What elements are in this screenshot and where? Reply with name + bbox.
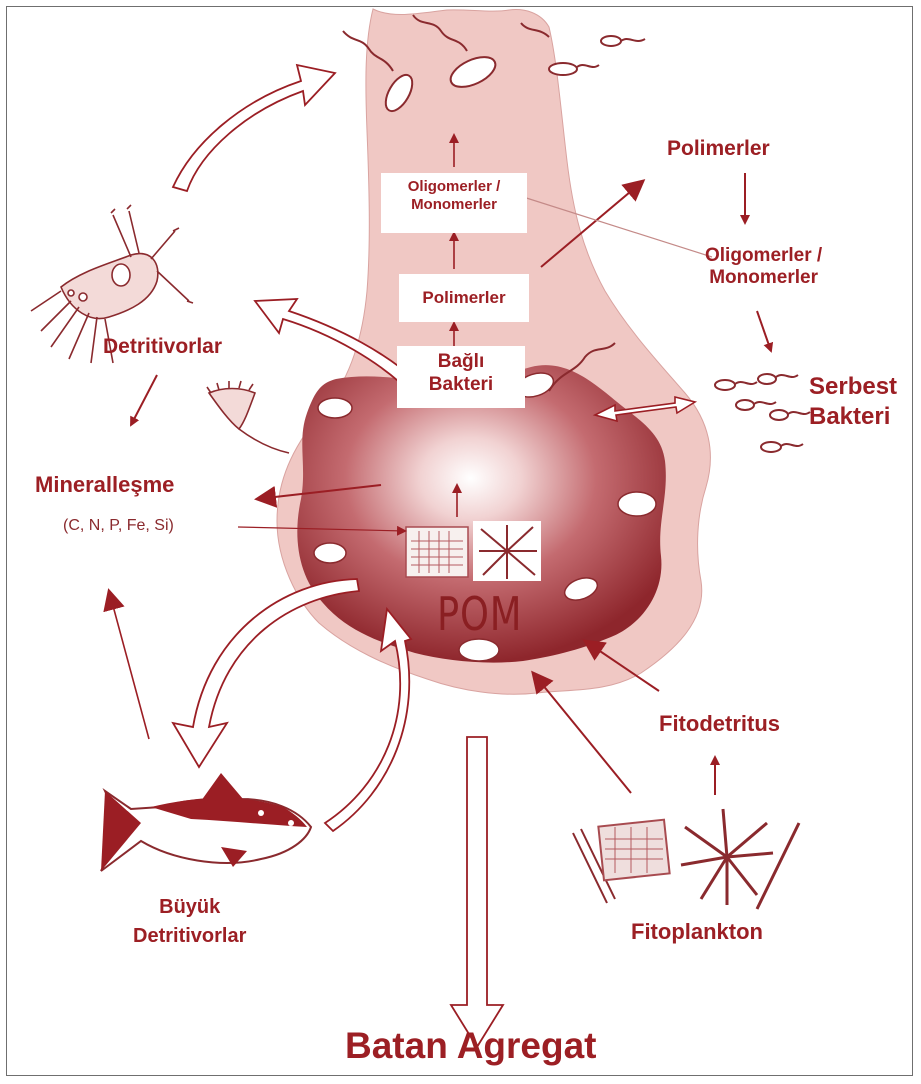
oligomers-outer-label: Oligomerler / Monomerler (705, 245, 822, 289)
phytodetritus-label: Fitodetritus (659, 711, 780, 736)
pom-label: POM (437, 587, 522, 641)
star-diatom-icon (473, 521, 541, 581)
diagram-frame: Oligomerler / Monomerler Polimerler Poli… (6, 6, 913, 1076)
ciliate-icon (207, 381, 289, 453)
polymers-outer-label: Polimerler (667, 137, 770, 161)
free-bacteria-icon (715, 374, 810, 452)
fish-icon (101, 773, 311, 871)
polymers-inner-label: Polimerler (399, 274, 529, 322)
diatom-icon (406, 527, 468, 577)
phytoplankton-label: Fitoplankton (631, 919, 763, 944)
sinking-aggregate-title: Batan Agregat (345, 1025, 597, 1067)
elements-label: (C, N, P, Fe, Si) (63, 517, 174, 535)
free-bacteria-label: Serbest Bakteri (809, 372, 897, 432)
sinking-arrow (451, 737, 503, 1047)
oligomers-inner-label: Oligomerler / Monomerler (381, 173, 527, 233)
mineralization-label: Mineralleşme (35, 472, 174, 497)
detritivores-label: Detritivorlar (103, 335, 222, 359)
large-detritivores-label: Büyük Detritivorlar (133, 893, 246, 951)
attached-bacteria-label: Bağlı Bakteri (397, 346, 525, 408)
phytoplankton-icon (573, 809, 799, 909)
